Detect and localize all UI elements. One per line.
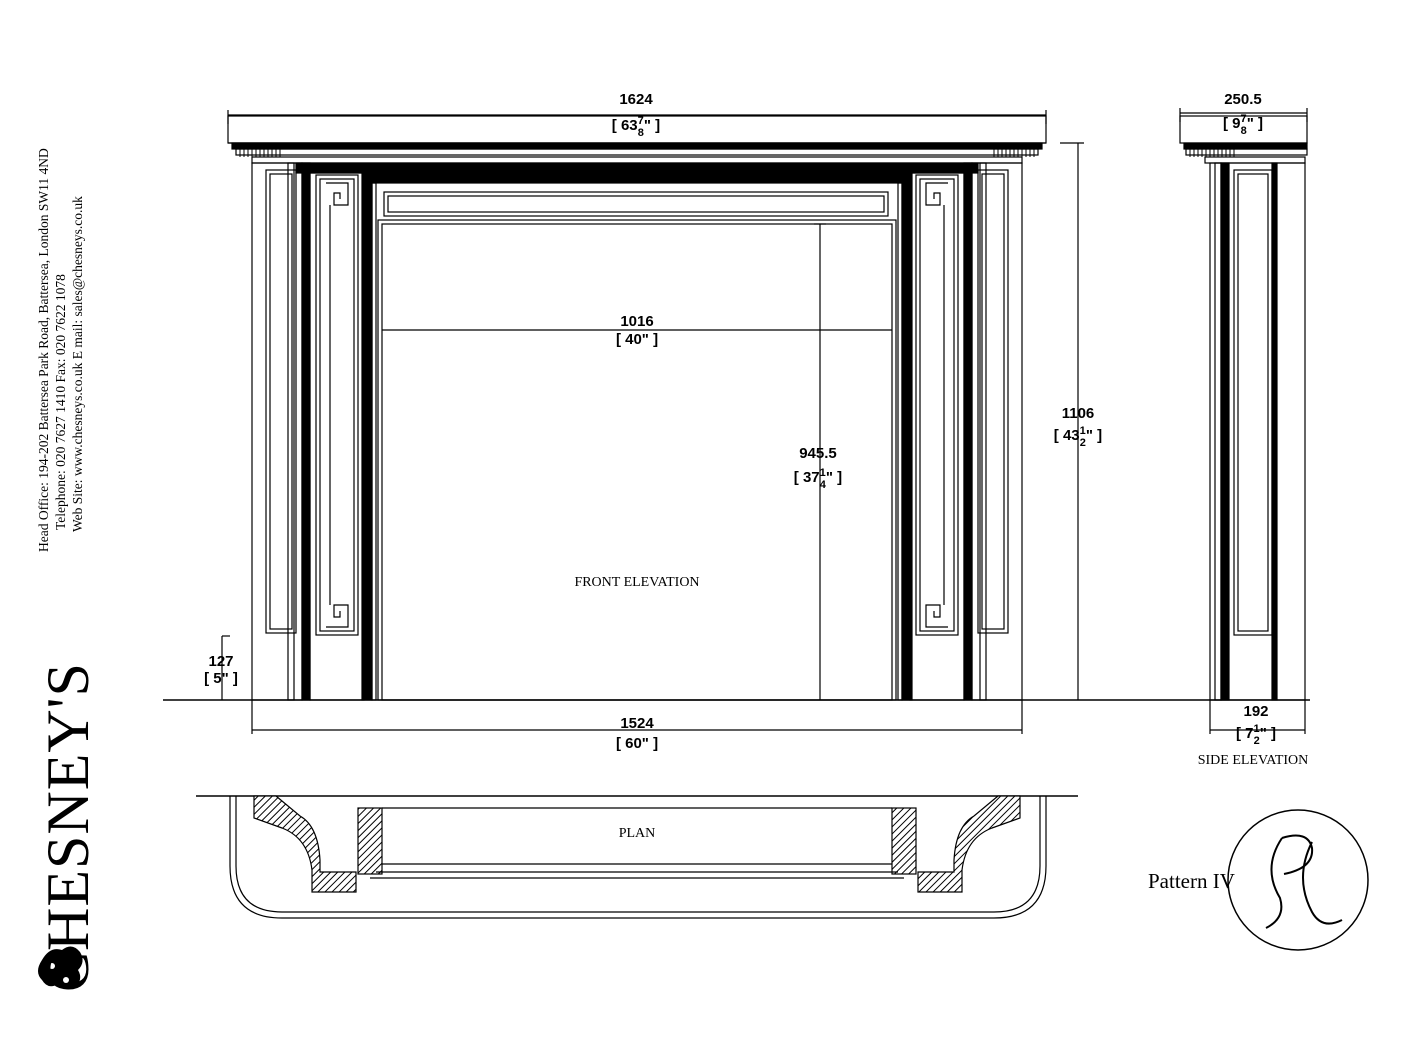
overall-height-mm: 1106 [1062,405,1095,422]
plan-outline [229,796,1047,919]
dimension-lines [221,110,1084,734]
base-width-inch: [ 60" ] [616,735,658,752]
opening-width-mm: 1016 [620,313,653,330]
monogram-seal [1227,809,1369,951]
plinth-height-mm: 127 [208,653,233,670]
pattern-label: Pattern IV [1148,869,1235,893]
view-labels: FRONT ELEVATION SIDE ELEVATION PLAN [574,575,1308,841]
leg-depth-mm: 192 [1243,703,1268,720]
plan-view [196,795,1078,919]
company-crest-icon [38,946,83,990]
shelf-dentils-left [239,145,281,157]
front-elevation-label: FRONT ELEVATION [574,575,699,590]
frieze [251,156,1023,164]
base-width-mm: 1524 [620,715,654,732]
side-elevation [1179,108,1308,734]
shelf-dentils-right [993,145,1035,157]
lintel-panel [383,191,889,217]
plan-label: PLAN [619,826,656,841]
overall-width-mm: 1624 [619,91,653,108]
phone-line: Telephone: 020 7627 1410 Fax: 020 7622 1… [53,274,68,530]
plinth-height-inch: [ 5" ] [204,670,238,687]
fire-opening [381,223,893,701]
front-elevation [163,115,1310,701]
side-elevation-label: SIDE ELEVATION [1198,753,1309,768]
company-brand: CHESNEY'S [35,662,101,992]
opening-height-mm: 945.5 [799,445,837,462]
opening-width-inch: [ 40" ] [616,331,658,348]
address-line: Head Office: 194-202 Battersea Park Road… [36,148,51,552]
shelf-depth-mm: 250.5 [1224,91,1262,108]
web-line: Web Site: www.chesneys.co.uk E mail: sal… [70,196,85,532]
